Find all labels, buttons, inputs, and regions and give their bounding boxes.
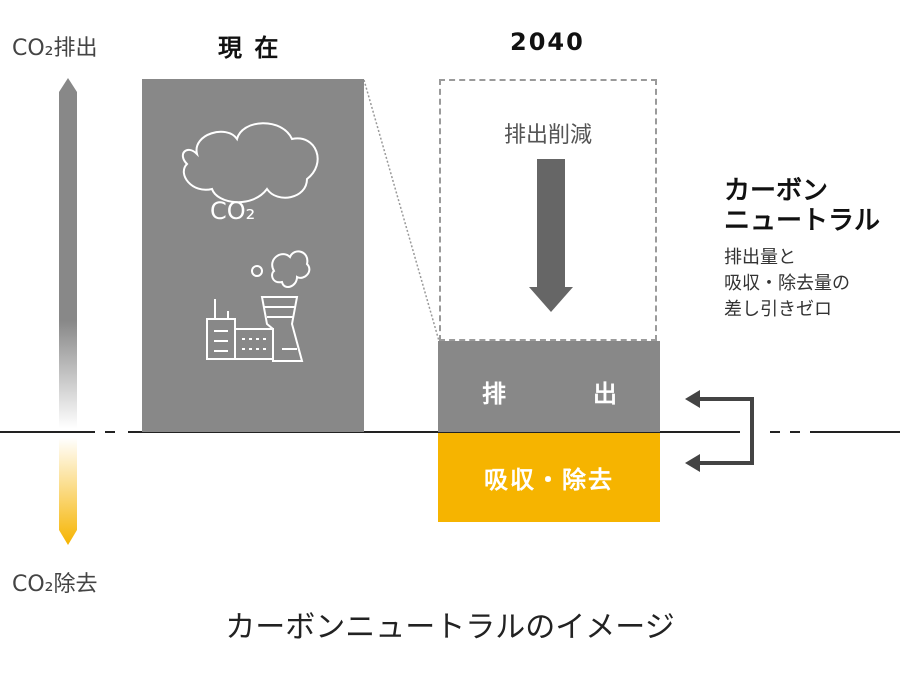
vertical-axis-arrow: [59, 78, 77, 545]
zoom-guide-line: [363, 79, 440, 342]
desc-line: 吸収・除去量の: [724, 273, 850, 294]
emission-box: 排 出: [438, 341, 660, 432]
reduction-label: 排出削減: [503, 123, 592, 148]
co2-cloud-text: CO₂: [210, 197, 256, 225]
down-arrow-icon: [529, 159, 573, 312]
absorption-box: 吸収・除去: [438, 433, 660, 522]
carbon-neutral-description: 排出量と 吸収・除去量の 差し引きゼロ: [724, 245, 850, 323]
desc-line: 差し引きゼロ: [724, 299, 832, 320]
carbon-neutral-title: カーボン ニュートラル: [724, 176, 880, 236]
desc-line: 排出量と: [724, 247, 796, 268]
emission-left-char: 排: [482, 380, 506, 408]
title-line-1: カーボン: [724, 176, 829, 206]
column-2040-heading: 2040: [510, 28, 585, 56]
caption: カーボンニュートラルのイメージ: [225, 610, 675, 645]
co2-factory-icon: [181, 122, 319, 362]
bracket-arrows-icon: [700, 397, 754, 465]
title-line-2: ニュートラル: [724, 206, 881, 236]
axis-bottom-label: CO₂除去: [12, 572, 98, 597]
current-emission-box: CO₂: [142, 79, 364, 432]
axis-top-label: CO₂排出: [12, 36, 98, 61]
reduction-box: 排出削減: [439, 79, 657, 341]
emission-right-char: 出: [593, 380, 617, 408]
column-now-heading: 現 在: [218, 34, 281, 62]
